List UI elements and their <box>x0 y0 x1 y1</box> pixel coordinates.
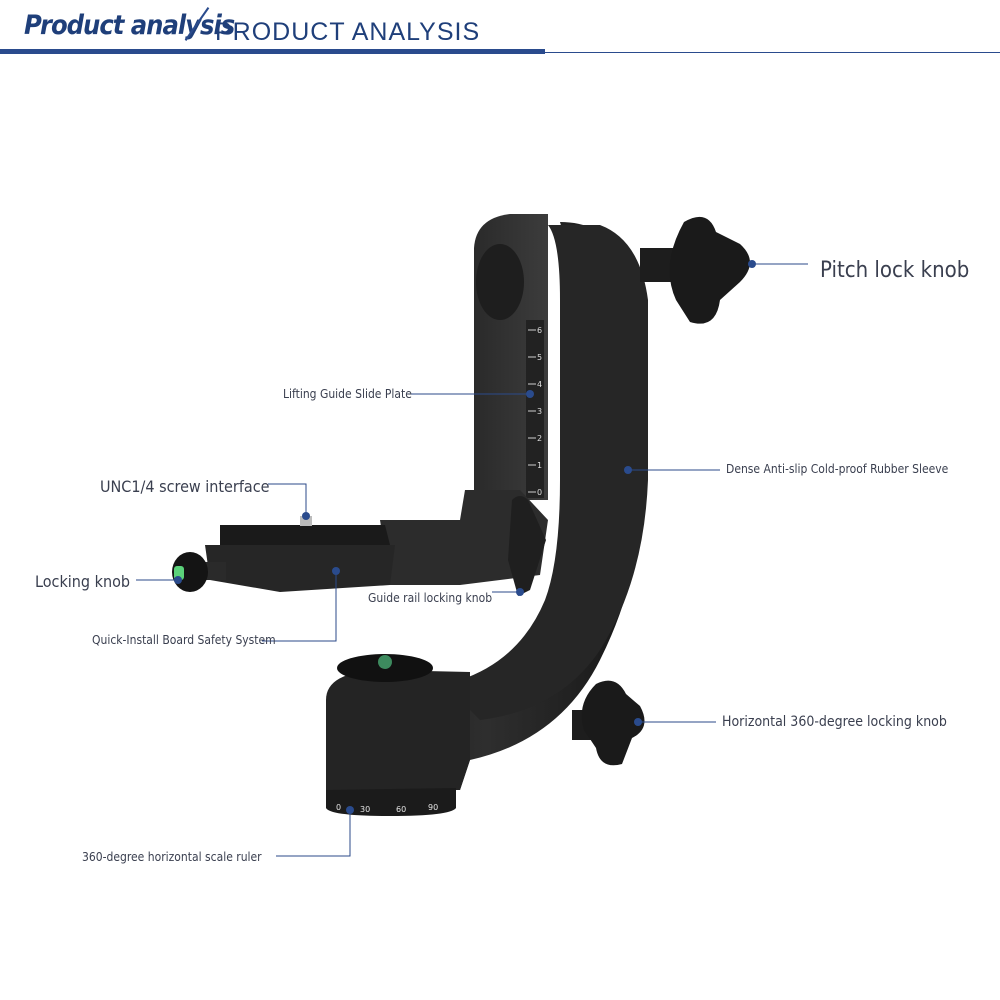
unc-screw-icon <box>300 516 312 526</box>
base-cylinder <box>326 670 470 790</box>
horizontal-scale-tick-0: 0 <box>336 803 341 812</box>
vertical-plate-cap <box>476 244 524 320</box>
arm-body <box>460 225 648 720</box>
header-title-script: Product analysis <box>24 10 235 41</box>
horizontal-scale-tick-90: 90 <box>428 803 438 812</box>
pitch-lock-knob-icon <box>669 216 750 324</box>
label-quick-install-safety-system: Quick-Install Board Safety System <box>92 633 276 647</box>
vertical-scale-tick-0: 0 <box>537 488 542 497</box>
clamp-body <box>205 545 395 592</box>
horizontal-scale-tick-60: 60 <box>396 805 406 814</box>
header-underline-thick <box>0 49 545 54</box>
vertical-scale-tick-6: 6 <box>537 326 542 335</box>
horizontal-scale-tick-30: 30 <box>360 805 370 814</box>
horizontal-locking-knob-icon <box>581 680 645 766</box>
vertical-scale-tick-4: 4 <box>537 380 542 389</box>
vertical-scale-strip <box>526 320 544 498</box>
callout-dot-pitch <box>748 260 756 268</box>
guide-rail-locking-knob-icon <box>508 496 546 596</box>
horizontal-rail-arm <box>380 490 548 585</box>
header-title-caps: PRODUCT ANALYSIS <box>215 18 481 46</box>
label-lifting-guide-slide-plate: Lifting Guide Slide Plate <box>283 387 412 401</box>
vertical-scale-tick-2: 2 <box>537 434 542 443</box>
callout-dot-scale <box>346 806 354 814</box>
callout-dot-locking <box>174 576 182 584</box>
label-horizontal-locking-knob: Horizontal 360-degree locking knob <box>722 714 947 730</box>
vertical-scale-ticks <box>528 329 536 493</box>
callout-dot-horizontal-knob <box>634 718 642 726</box>
horizontal-scale-ring <box>326 788 456 816</box>
callout-line-quick <box>262 571 337 642</box>
callout-line-scale <box>276 810 351 857</box>
base-bubble-level-icon <box>378 655 392 669</box>
callout-dot-rubber <box>624 466 632 474</box>
header: Product analysis PRODUCT ANALYSIS <box>0 0 1000 60</box>
callout-dot-unc <box>302 512 310 520</box>
callout-dot-lifting <box>526 390 534 398</box>
label-unc-screw-interface: UNC1/4 screw interface <box>100 477 270 496</box>
label-locking-knob: Locking knob <box>35 572 131 591</box>
header-underline-thin <box>545 52 1000 53</box>
label-horizontal-scale-ruler: 360-degree horizontal scale ruler <box>82 850 262 864</box>
vertical-scale-tick-1: 1 <box>537 461 542 470</box>
callout-dot-quick <box>332 567 340 575</box>
quick-release-plate <box>220 525 390 545</box>
vertical-scale-tick-3: 3 <box>537 407 542 416</box>
label-guide-rail-locking-knob: Guide rail locking knob <box>368 591 493 605</box>
label-pitch-lock-knob: Pitch lock knob <box>820 258 970 283</box>
callout-line-unc <box>268 483 307 516</box>
label-rubber-sleeve: Dense Anti-slip Cold-proof Rubber Sleeve <box>726 462 949 476</box>
vertical-scale-tick-5: 5 <box>537 353 542 362</box>
callout-dot-guide <box>516 588 524 596</box>
